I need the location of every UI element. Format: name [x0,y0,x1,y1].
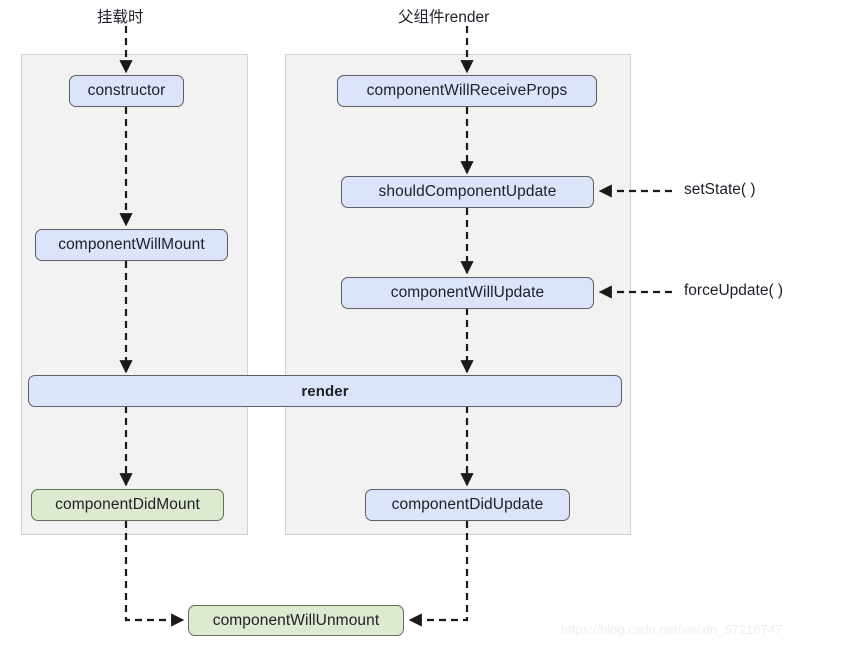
node-component-will-mount[interactable]: componentWillMount [35,229,228,261]
node-render[interactable]: render [28,375,622,407]
node-component-will-update[interactable]: componentWillUpdate [341,277,594,309]
update-column-title: 父组件render [398,9,490,26]
node-should-component-update[interactable]: shouldComponentUpdate [341,176,594,208]
node-constructor[interactable]: constructor [69,75,184,107]
node-component-will-receive-props[interactable]: componentWillReceiveProps [337,75,597,107]
node-component-did-update[interactable]: componentDidUpdate [365,489,570,521]
mount-phase-panel [21,54,248,535]
node-component-will-unmount[interactable]: componentWillUnmount [188,605,404,636]
label-force-update: forceUpdate( ) [684,282,784,299]
node-component-did-mount[interactable]: componentDidMount [31,489,224,521]
label-set-state: setState( ) [684,181,756,198]
mount-column-title: 挂载时 [97,9,144,26]
watermark-text: https://blog.csdn.net/weixin_57218747 [561,622,783,637]
edge-didmount-to-willunmount [124,521,185,627]
edge-didupdate-to-willunmount [408,521,469,627]
